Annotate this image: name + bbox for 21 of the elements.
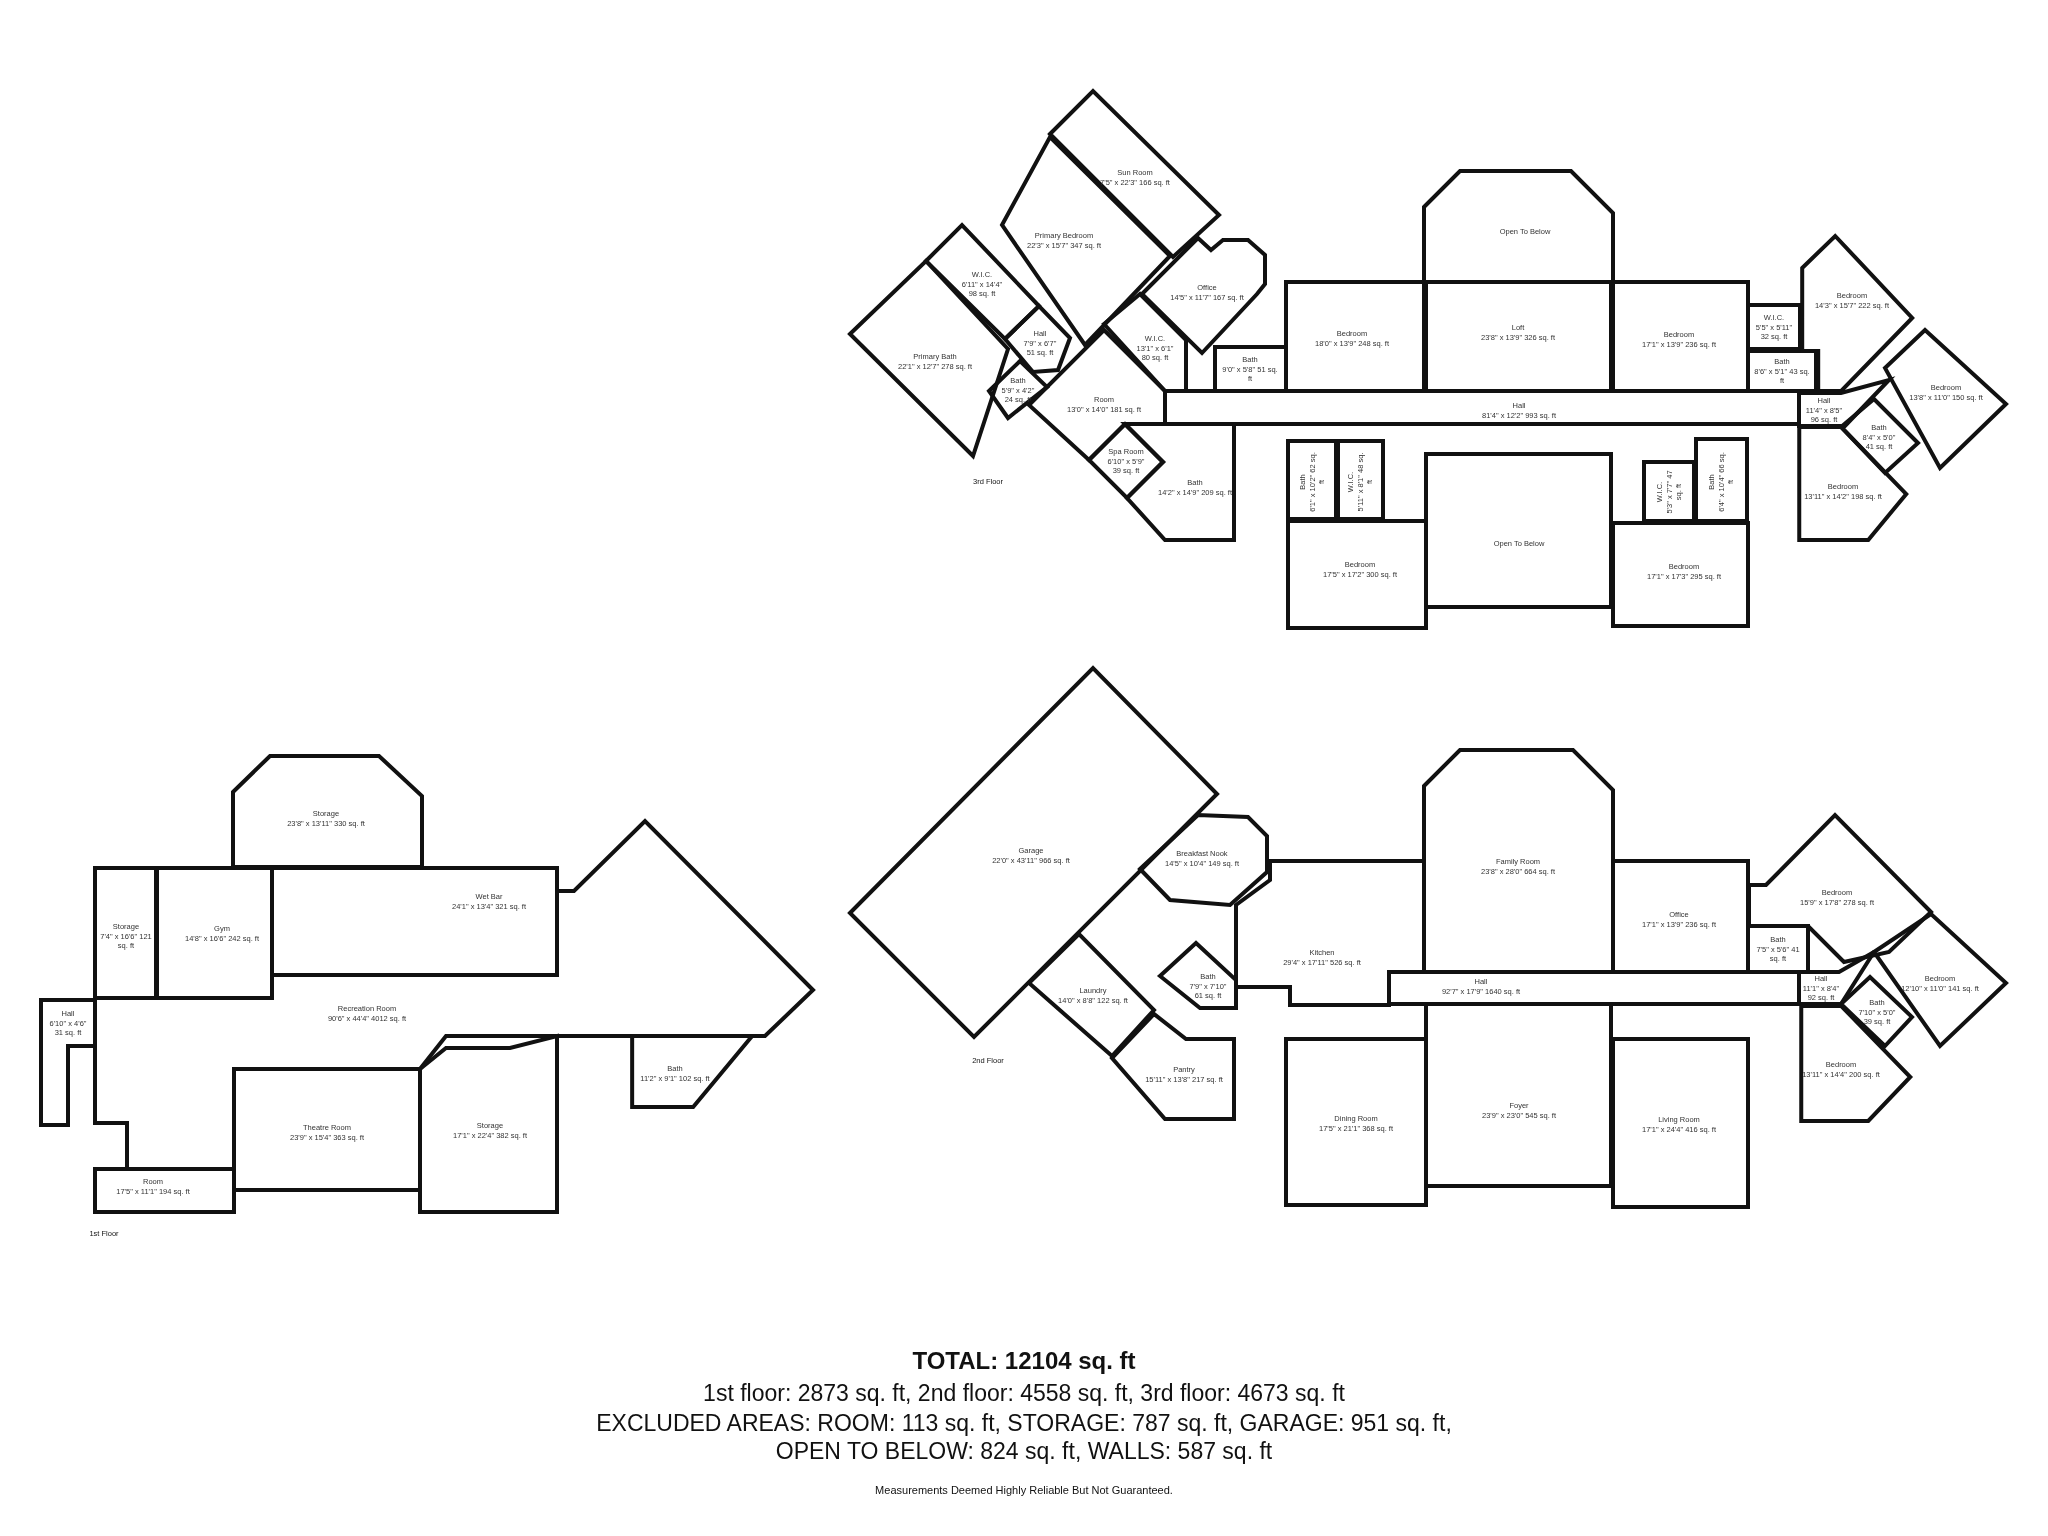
total-area: TOTAL: 12104 sq. ft xyxy=(912,1346,1136,1376)
room xyxy=(1610,1036,1751,1210)
room xyxy=(1002,303,1073,375)
room xyxy=(92,1166,237,1215)
room xyxy=(1423,451,1614,610)
room xyxy=(1283,1036,1429,1208)
room xyxy=(986,358,1050,421)
excluded-areas-note: EXCLUDED AREAS: ROOM: 113 sq. ft, STORAGE: 787 sq. ft, GARAGE: 951 sq. ft, OPEN TO BELOW: 824 sq. ft, WALLS: 587 sq. ft xyxy=(595,1409,1453,1466)
disclaimer: Measurements Deemed Highly Reliable But Not Guaranteed. xyxy=(875,1484,1173,1498)
room xyxy=(1641,459,1697,524)
room xyxy=(1285,518,1429,631)
room xyxy=(1335,438,1386,522)
room xyxy=(1026,931,1157,1059)
room xyxy=(1610,520,1751,629)
room xyxy=(1137,812,1270,908)
floor-area-summary: 1st floor: 2873 sq. ft, 2nd floor: 4558 sq. ft, 3rd floor: 4673 sq. ft xyxy=(703,1379,1345,1408)
room xyxy=(1157,940,1239,1011)
room xyxy=(1693,436,1750,524)
room xyxy=(417,1033,560,1215)
room xyxy=(1139,235,1268,356)
room xyxy=(1285,438,1339,522)
